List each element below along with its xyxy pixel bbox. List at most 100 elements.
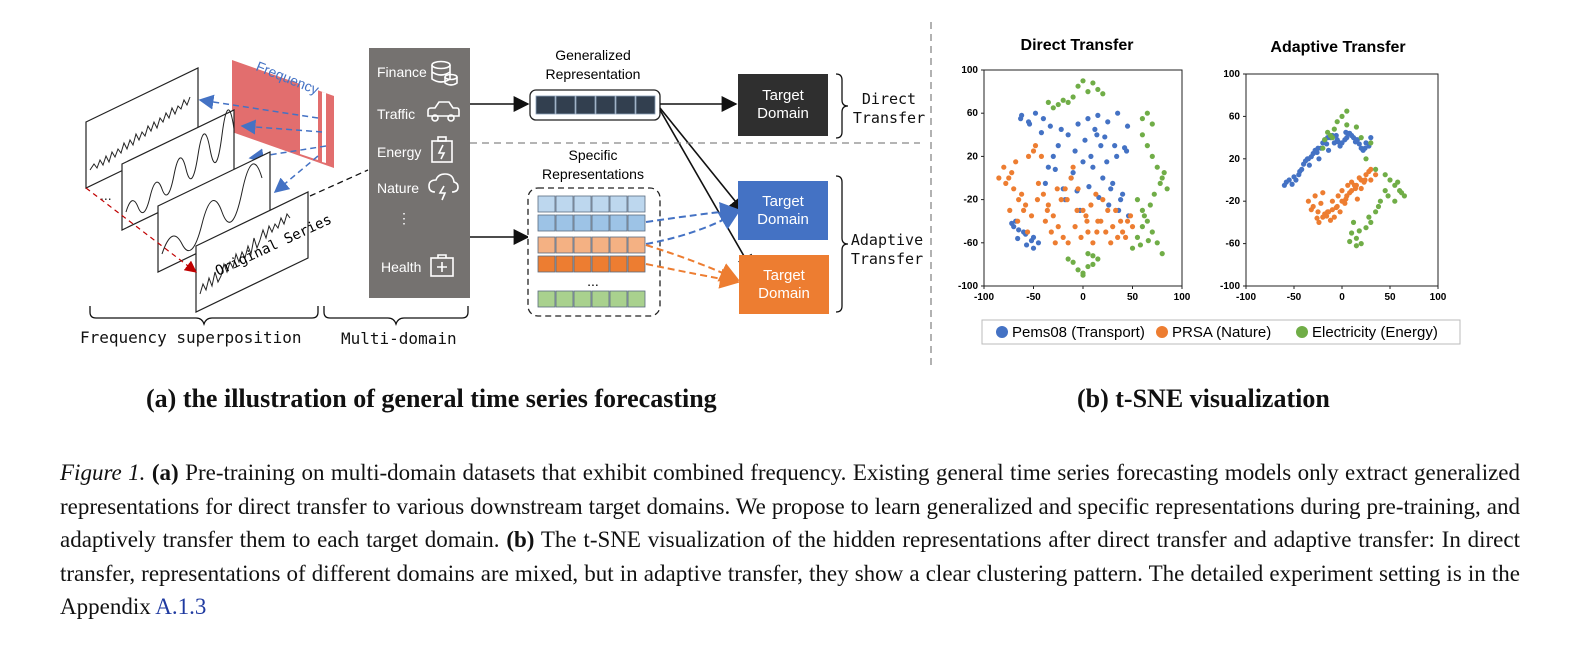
- scatter-point: [1075, 83, 1081, 89]
- scatter-point: [1356, 141, 1362, 147]
- scatter-point: [1104, 159, 1110, 165]
- scatter-point: [1085, 251, 1091, 257]
- scatter-point: [1322, 137, 1328, 143]
- caption-text-b: The t-SNE visualization of the hidden re…: [60, 527, 1520, 619]
- scatter-point: [1118, 218, 1124, 224]
- legend-box: [981, 319, 1461, 345]
- legend-marker: [1156, 326, 1168, 338]
- scatter-point: [1065, 256, 1071, 262]
- generalized-cells: [535, 95, 656, 115]
- y-tick-label: -100: [958, 281, 978, 292]
- scatter-point: [1375, 203, 1382, 210]
- x-tick-label: -50: [1026, 292, 1041, 303]
- scatter-point: [1070, 164, 1076, 170]
- y-tick-label: -20: [964, 195, 979, 206]
- scatter-point: [1050, 153, 1056, 159]
- scatter-point: [1314, 215, 1320, 221]
- scatter-point: [1054, 186, 1060, 192]
- y-tick-label: 100: [1223, 69, 1240, 80]
- scatter-point: [1291, 174, 1297, 180]
- x-tick-label: 50: [1127, 292, 1139, 303]
- scatter-point: [1320, 145, 1326, 151]
- scatter-point: [1356, 175, 1362, 181]
- scatter-point: [1082, 137, 1088, 143]
- target-domain-direct-label: Target Domain: [757, 87, 809, 122]
- scatter-point: [1373, 209, 1379, 215]
- x-tick-label: -100: [1236, 292, 1256, 303]
- scatter-point: [1090, 261, 1096, 267]
- scatter-point: [1345, 182, 1351, 188]
- scatter-point: [1314, 149, 1320, 156]
- y-tick-label: 100: [961, 65, 978, 76]
- scatter-point: [1016, 197, 1022, 203]
- multi-domain-label: Multi-domain: [341, 329, 457, 348]
- caption-part-b: (b): [506, 527, 535, 552]
- domain-label-energy: Energy: [377, 144, 422, 160]
- scatter-point: [1080, 207, 1086, 213]
- scatter-point: [1149, 229, 1155, 235]
- scatter-point: [1339, 113, 1345, 119]
- scatter-point: [1055, 224, 1061, 230]
- scatter-point: [1344, 108, 1350, 114]
- scatter-point: [1354, 137, 1360, 143]
- battery-icon: [431, 136, 453, 163]
- scatter-point: [1335, 139, 1341, 145]
- scatter-point: [1075, 121, 1081, 127]
- scatter-point: [1134, 197, 1141, 203]
- x-tick-label: -50: [1287, 292, 1302, 303]
- chart-title: Adaptive Transfer: [1270, 39, 1405, 56]
- subcaption-a: (a) the illustration of general time ser…: [146, 384, 717, 413]
- scatter-point: [1011, 186, 1017, 192]
- scatter-point: [1308, 207, 1314, 213]
- scatter-point: [1050, 105, 1056, 111]
- scatter-point: [1139, 132, 1145, 138]
- scatter-point: [1141, 213, 1147, 219]
- appendix-link[interactable]: A.1.3: [155, 594, 207, 619]
- scatter-point: [1395, 179, 1401, 185]
- scatter-point: [1149, 153, 1155, 159]
- scatter-point: [1356, 228, 1362, 234]
- series-panels: [85, 67, 309, 313]
- legend-marker: [1296, 326, 1308, 338]
- scatter-point: [1064, 197, 1070, 203]
- scatter-point: [1113, 207, 1119, 213]
- scatter-point: [1347, 190, 1353, 196]
- scatter-point: [1289, 181, 1295, 187]
- scatter-point: [1070, 94, 1076, 100]
- scatter-point: [1070, 170, 1076, 176]
- scatter-point: [1368, 177, 1374, 183]
- y-tick-label: 20: [1229, 154, 1241, 165]
- scatter-point: [1362, 177, 1368, 183]
- scatter-point: [1085, 116, 1091, 122]
- scatter-point: [1108, 186, 1114, 192]
- scatter-point: [1120, 229, 1126, 235]
- scatter-point: [1047, 123, 1053, 129]
- scatter-point: [1324, 213, 1330, 219]
- scatter-point: [1144, 218, 1150, 224]
- scatter-point: [1305, 198, 1311, 204]
- scatter-point: [1352, 185, 1359, 192]
- scatter-point: [1074, 207, 1080, 213]
- scatter-point: [1147, 202, 1153, 208]
- scatter-point: [1325, 209, 1332, 215]
- scatter-point: [1306, 162, 1312, 168]
- scatter-point: [1045, 99, 1051, 105]
- scatter-point: [1075, 267, 1081, 273]
- scatter-point: [1342, 137, 1348, 143]
- scatter-point: [1335, 193, 1341, 199]
- scatter-point: [1316, 156, 1322, 162]
- scatter-point: [1368, 219, 1374, 225]
- domain-item: Finance: [377, 62, 427, 81]
- scatter-point: [1080, 270, 1086, 276]
- scatter-point: [1129, 245, 1136, 251]
- scatter-point: [1042, 180, 1048, 186]
- scatter-point: [1114, 153, 1120, 159]
- scatter-point: [1339, 188, 1345, 194]
- scatter-point: [1050, 213, 1056, 219]
- scatter-point: [1159, 175, 1165, 181]
- scatter-point: [1022, 202, 1029, 208]
- scatter-point: [1344, 122, 1350, 128]
- scatter-point: [1286, 177, 1292, 183]
- scatter-point: [1058, 197, 1064, 203]
